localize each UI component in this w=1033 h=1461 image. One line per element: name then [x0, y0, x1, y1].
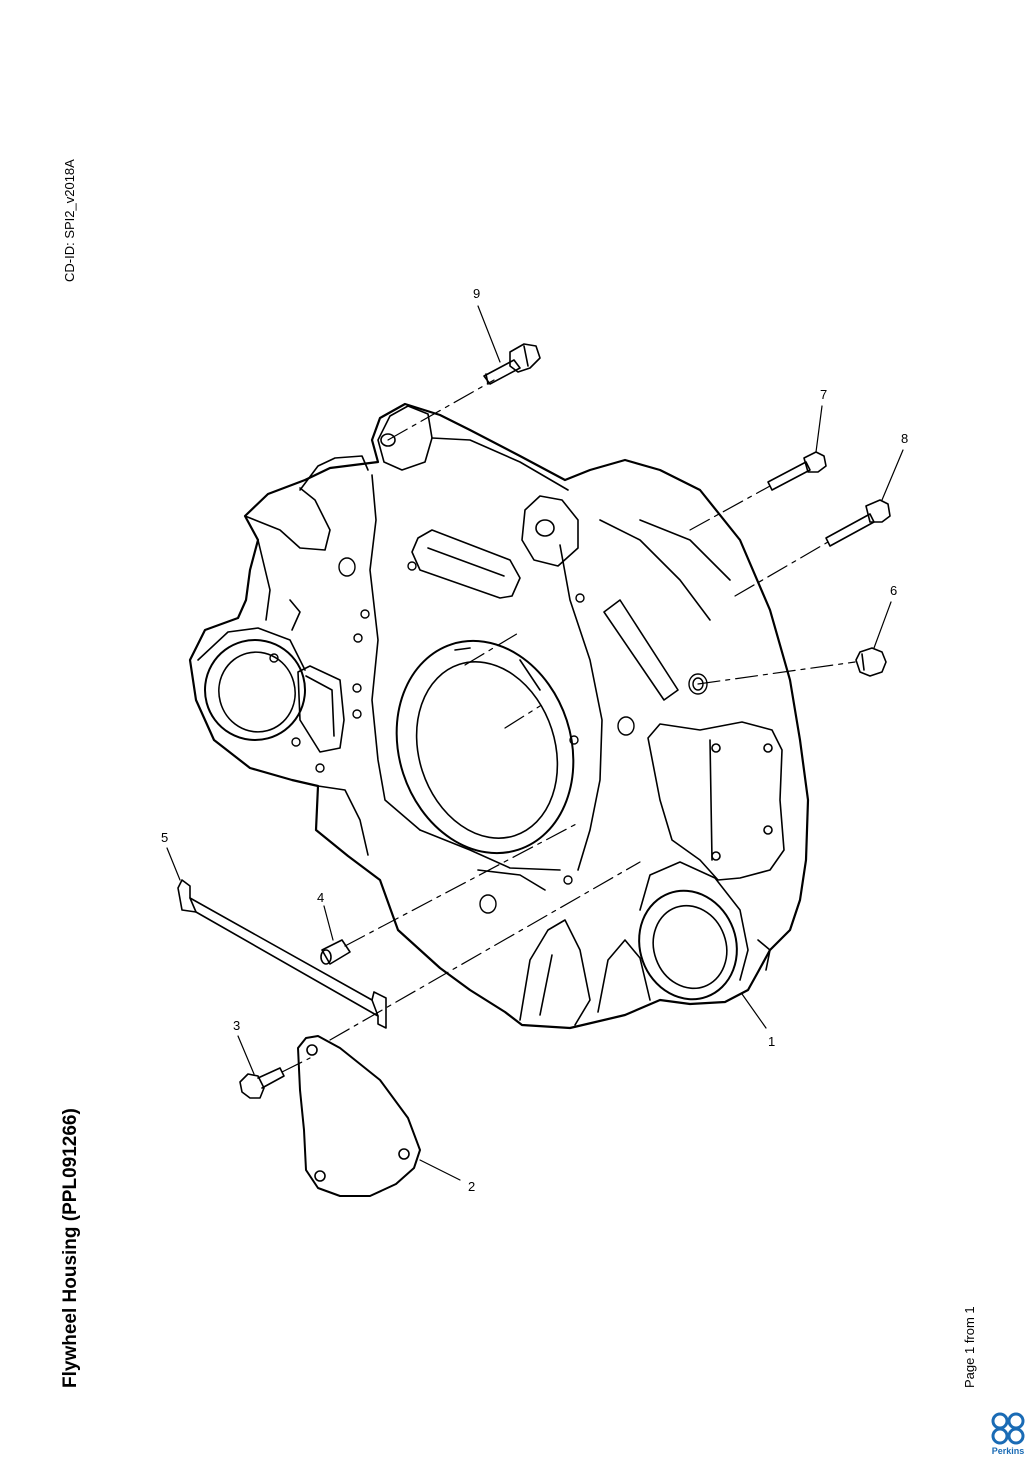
callout-9: 9: [473, 286, 480, 301]
leader-lines: [166, 305, 904, 1181]
perkins-logo: Perkins: [985, 1410, 1031, 1460]
callout-4: 4: [317, 890, 324, 905]
perkins-emblem-icon: [991, 1412, 1025, 1445]
callout-6: 6: [890, 583, 897, 598]
dowel-part-4: [320, 939, 351, 965]
flywheel-housing-part: [188, 402, 810, 1030]
cover-plate-part-2: [297, 1035, 421, 1197]
callout-2: 2: [468, 1179, 475, 1194]
callout-1: 1: [768, 1034, 775, 1049]
bolt-part-3: [239, 1067, 285, 1099]
plug-part-6: [855, 647, 887, 677]
bolt-part-8: [825, 499, 891, 547]
perkins-wordmark: Perkins: [991, 1446, 1025, 1456]
bolt-part-7: [767, 451, 827, 491]
assembly-lines: [281, 379, 856, 1073]
callout-8: 8: [901, 431, 908, 446]
callout-5: 5: [161, 830, 168, 845]
gasket-strip-part-5: [177, 879, 387, 1029]
callout-7: 7: [820, 387, 827, 402]
callout-labels: 9 7 8 6 5 4 3 1 2: [161, 286, 908, 1194]
callout-3: 3: [233, 1018, 240, 1033]
bolt-part-9: [483, 343, 541, 385]
